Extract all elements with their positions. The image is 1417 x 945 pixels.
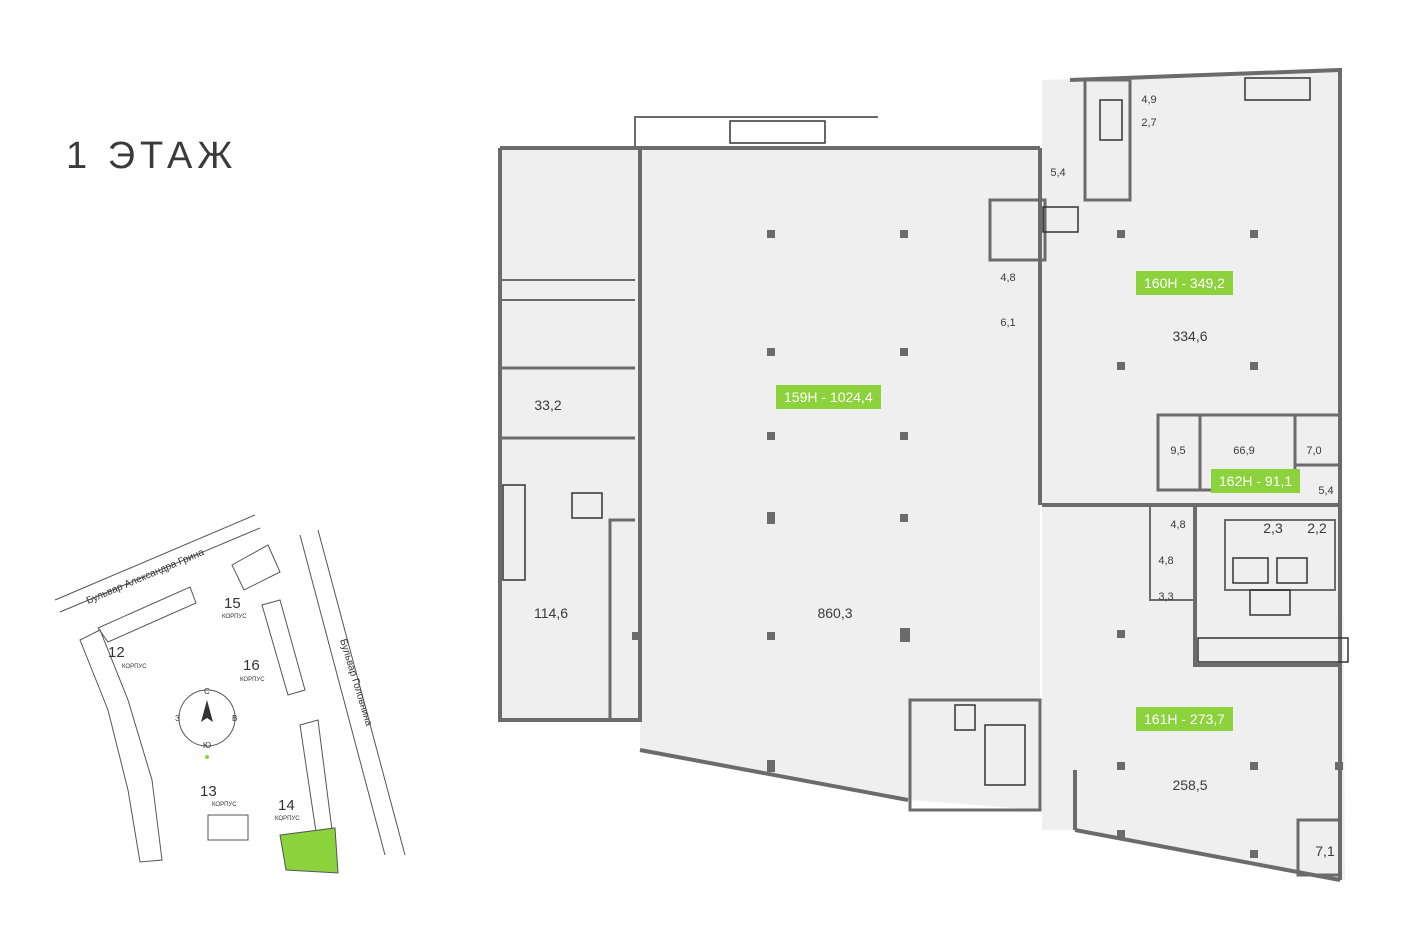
- room-area-main-hall: 860,3: [817, 605, 852, 621]
- building-16-number: 16: [243, 657, 260, 674]
- street-golovnina: Бульвар Головнина: [337, 638, 374, 728]
- compass-north: С: [204, 687, 210, 696]
- floor-title: 1 ЭТАЖ: [66, 135, 238, 177]
- building-14-label: КОРПУС: [275, 816, 300, 822]
- room-area-6-1: 6,1: [1000, 317, 1015, 329]
- building-13-label: КОРПУС: [212, 802, 237, 808]
- site-plan: Бульвар Александра Грина Бульвар Головни…: [54, 514, 406, 874]
- room-area-9-5: 9,5: [1170, 445, 1185, 457]
- building-12-label: КОРПУС: [122, 664, 147, 670]
- unit-159-label[interactable]: 159Н - 1024,4: [776, 385, 881, 409]
- room-area-5-4-top: 5,4: [1050, 167, 1065, 179]
- street-grina: Бульвар Александра Грина: [85, 547, 206, 607]
- room-area-161: 258,5: [1172, 777, 1207, 793]
- building-13-number: 13: [200, 783, 217, 800]
- compass-east: В: [232, 714, 237, 723]
- room-area-left-top: 33,2: [534, 397, 561, 413]
- room-area-66-9: 66,9: [1233, 445, 1254, 457]
- room-area-left: 114,6: [534, 605, 568, 621]
- room-area-4-8-a: 4,8: [1000, 272, 1015, 284]
- columns: [632, 230, 1343, 858]
- compass-west: З: [175, 714, 180, 723]
- room-area-4-9: 4,9: [1141, 94, 1156, 106]
- compass-icon: С Ю З В: [175, 687, 237, 759]
- compass-south: Ю: [203, 741, 211, 750]
- elevators: [571, 206, 1308, 731]
- room-area-7-1: 7,1: [1315, 843, 1335, 859]
- unit-161-label[interactable]: 161Н - 273,7: [1136, 707, 1233, 731]
- room-area-7-0: 7,0: [1306, 445, 1321, 457]
- unit-162-label[interactable]: 162Н - 91,1: [1211, 469, 1301, 493]
- room-area-2-3: 2,3: [1263, 520, 1283, 536]
- building-15-label: КОРПУС: [222, 614, 247, 620]
- building-15-number: 15: [224, 595, 241, 612]
- stairs: [502, 77, 1349, 786]
- room-area-3-3: 3,3: [1158, 591, 1173, 603]
- building-14-number: 14: [278, 797, 295, 814]
- room-area-2-2: 2,2: [1307, 520, 1327, 536]
- unit-160-label[interactable]: 160Н - 349,2: [1136, 271, 1233, 295]
- room-area-160: 334,6: [1172, 328, 1207, 344]
- room-area-2-7: 2,7: [1141, 117, 1156, 129]
- building-16-label: КОРПУС: [240, 677, 265, 683]
- room-area-5-4-right: 5,4: [1318, 485, 1333, 497]
- floor-fills: [500, 70, 1345, 880]
- room-area-4-8-c: 4,8: [1158, 555, 1173, 567]
- room-area-4-8-b: 4,8: [1170, 519, 1185, 531]
- highlighted-building-14: [279, 827, 339, 874]
- building-12-number: 12: [108, 644, 125, 661]
